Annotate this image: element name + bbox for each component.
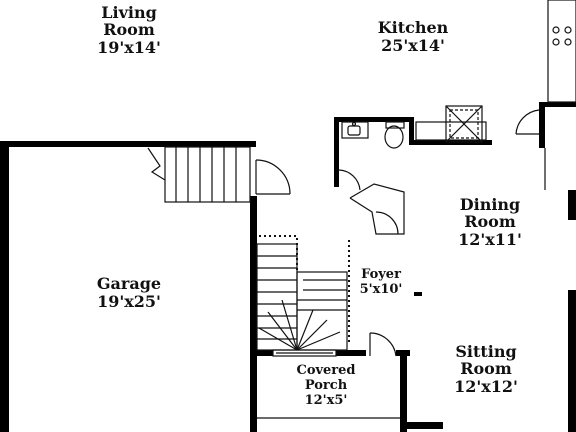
dining-room-size: 12'x11'	[458, 230, 522, 249]
kitchen-size: 25'x14'	[381, 36, 445, 55]
dining-room-label: Dining	[460, 195, 520, 214]
garage-label: Garage	[97, 274, 161, 293]
front-door	[272, 349, 337, 357]
living-room-label-line2: Room	[103, 20, 155, 39]
kitchen-label: Kitchen	[378, 18, 449, 37]
garage-stairs	[147, 146, 251, 203]
foyer-label: Foyer	[361, 267, 401, 282]
living-room-size: 19'x14'	[97, 38, 161, 57]
kitchen-door-swing	[515, 109, 540, 135]
living-room-label: Living	[101, 3, 157, 22]
dining-room-label-line2: Room	[464, 212, 516, 231]
fixtures	[147, 0, 576, 419]
powder-room-fixtures	[338, 121, 405, 191]
kitchen-range	[547, 0, 576, 103]
sitting-room-label: Sitting	[455, 342, 516, 361]
side-door-swing	[369, 332, 397, 357]
sitting-room-label-line2: Room	[460, 359, 512, 378]
garage-size: 19'x25'	[97, 292, 161, 311]
walls	[0, 102, 576, 432]
covered-porch-label: Covered	[296, 363, 355, 378]
kitchen-counter	[415, 105, 487, 143]
room-labels: Living Room 19'x14' Kitchen 25'x14' Gara…	[97, 3, 522, 408]
covered-porch-size: 12'x5'	[305, 393, 348, 408]
foyer-stairs	[256, 243, 348, 351]
foyer-size: 5'x10'	[360, 282, 403, 297]
sitting-room-size: 12'x12'	[454, 377, 518, 396]
covered-porch-label-line2: Porch	[305, 378, 348, 393]
coat-closet	[349, 183, 405, 235]
garage-door-swing	[255, 159, 291, 195]
